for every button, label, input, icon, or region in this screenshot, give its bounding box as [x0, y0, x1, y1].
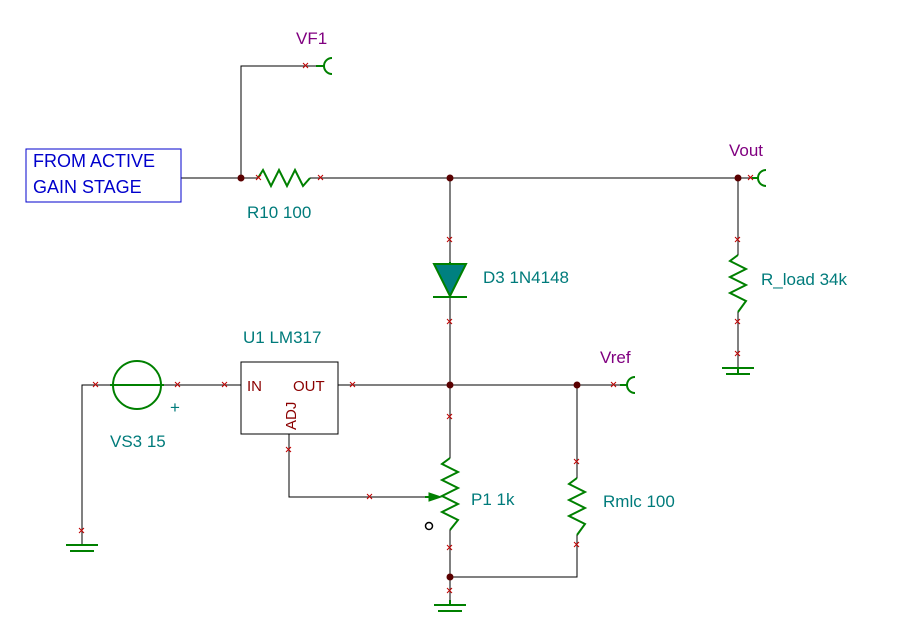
vs3-plus-sign: + — [170, 398, 180, 417]
junction-dot — [446, 573, 454, 581]
ground-symbol — [434, 600, 466, 612]
resistor-rmlc[interactable]: Rmlc 100 — [566, 477, 675, 536]
net-connector-vout[interactable]: Vout — [729, 141, 767, 187]
u1-pin-out: OUT — [293, 378, 325, 395]
junction-dot — [734, 174, 742, 182]
potentiometer-p1[interactable]: P1 1k — [424, 457, 515, 531]
net-connector-vref[interactable]: Vref — [600, 348, 636, 394]
junction-dot — [446, 381, 454, 389]
u1-label: U1 LM317 — [243, 328, 321, 347]
p1-label: P1 1k — [471, 490, 515, 509]
vout-label: Vout — [729, 141, 763, 160]
voltage-source-vs3[interactable]: + VS3 15 — [110, 360, 180, 451]
junction-dots — [237, 174, 742, 581]
diode-d3[interactable]: D3 1N4148 — [432, 262, 569, 299]
d3-label: D3 1N4148 — [483, 268, 569, 287]
wires — [81, 65, 752, 600]
junction-dot — [446, 174, 454, 182]
regulator-u1[interactable]: U1 LM317 IN OUT ADJ — [240, 328, 339, 435]
vs3-label: VS3 15 — [110, 432, 166, 451]
input-box-line1: FROM ACTIVE — [33, 151, 155, 171]
u1-pin-adj: ADJ — [283, 402, 300, 430]
rload-label: R_load 34k — [761, 270, 848, 289]
net-connector-vf1[interactable]: VF1 — [296, 29, 333, 75]
ground-symbol — [722, 367, 754, 375]
vf1-label: VF1 — [296, 29, 327, 48]
vref-label: Vref — [600, 348, 631, 367]
junction-dot — [573, 381, 581, 389]
junction-dot — [237, 174, 245, 182]
resistor-rload[interactable]: R_load 34k — [727, 254, 848, 313]
u1-pin-in: IN — [247, 378, 262, 395]
r10-label: R10 100 — [247, 203, 311, 222]
pin-markers — [78, 62, 754, 594]
input-box-line2: GAIN STAGE — [33, 177, 142, 197]
input-annotation-box: FROM ACTIVE GAIN STAGE — [25, 148, 182, 203]
ground-symbol — [66, 544, 98, 552]
resistor-r10[interactable]: R10 100 — [247, 167, 311, 222]
rmlc-label: Rmlc 100 — [603, 492, 675, 511]
